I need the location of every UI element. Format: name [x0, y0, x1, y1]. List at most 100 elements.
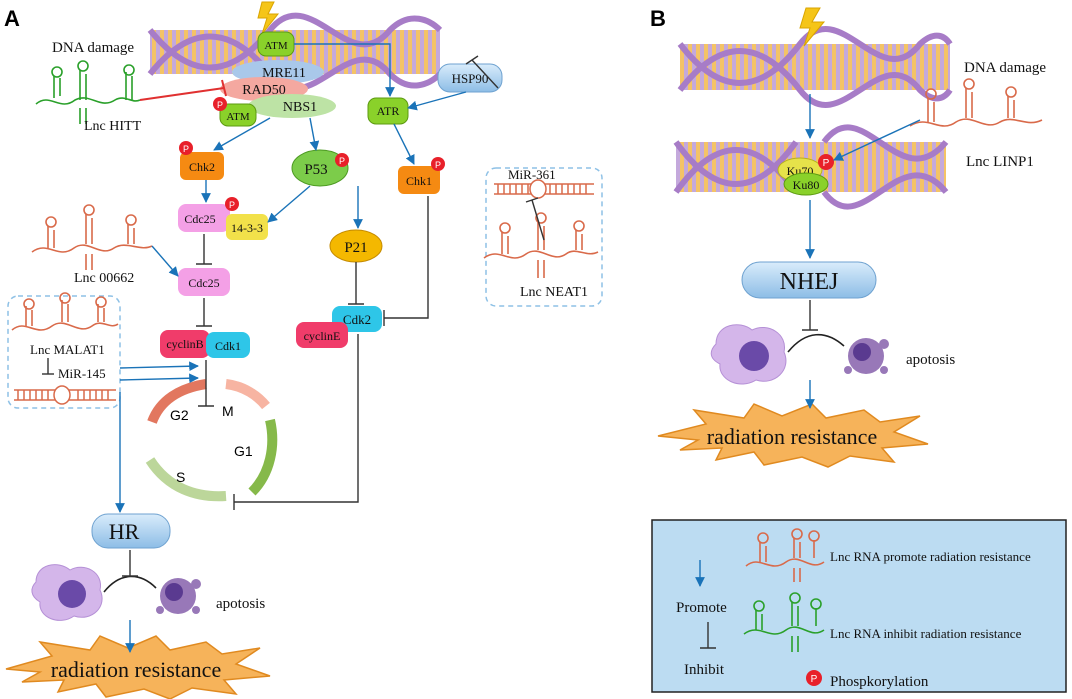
radiation-burst-b [657, 403, 929, 468]
legend-lnc-promote-label: Lnc RNA promote radiation resistance [830, 549, 1031, 564]
cycline-label: cyclinE [304, 329, 341, 343]
chk2-node [180, 152, 224, 180]
atm-p-node [219, 103, 257, 127]
phospho-icon [818, 154, 834, 170]
legend-promote-label: Promote [676, 600, 727, 616]
panel-b-inhibits [802, 300, 818, 331]
phospho-symbol: P [339, 156, 345, 166]
hr-node [91, 513, 171, 549]
lnc-malat1-rna-icon [11, 292, 119, 331]
lnc-hitt-label: Lnc HITT [84, 119, 142, 134]
nbs1-label: NBS1 [283, 100, 317, 115]
lightning-icon [257, 1, 280, 35]
legend-box [651, 519, 1067, 693]
atm-p-label: ATM [226, 111, 249, 123]
panel-b-label: B [650, 6, 666, 31]
lightning-icon [799, 7, 826, 47]
lnc-promote-rna-icon [745, 528, 825, 582]
radiation-burst-a [5, 635, 271, 699]
panel-b-arrows [805, 94, 921, 409]
cdc25-node [178, 268, 230, 296]
cycline-node [296, 322, 348, 348]
cdk1-label: Cdk1 [215, 339, 241, 353]
apoptosis-label-a: apotosis [216, 596, 265, 612]
lnc-00662-label: Lnc 00662 [74, 271, 134, 286]
legend-phospho-label: Phospkorylation [830, 674, 929, 690]
mir361-box [485, 167, 603, 307]
healthy-cell-icon-b [710, 324, 787, 385]
hsp90-node [437, 63, 503, 93]
dna-damage-label-b: DNA damage [964, 60, 1046, 76]
apoptosis-label-b: apotosis [906, 352, 955, 368]
cdk2-label: Cdk2 [343, 312, 371, 327]
panel-a-inhibits [122, 55, 545, 577]
mre11-label: MRE11 [262, 66, 306, 81]
apoptotic-cell-icon-a [156, 578, 201, 614]
nbs1-node [248, 94, 336, 118]
ku80-node [783, 172, 829, 196]
chk1-node [398, 166, 440, 194]
p1433-node [226, 214, 268, 240]
lnc-malat1-label: Lnc MALAT1 [30, 342, 105, 357]
lnc-linp1-label: Lnc LINP1 [966, 154, 1034, 170]
phospho-legend-symbol: P [811, 674, 818, 685]
phospho-symbol: P [229, 200, 235, 210]
cdc25-label: Cdc25 [188, 276, 219, 290]
cdc25-p-label: Cdc25 [184, 212, 215, 226]
healthy-cell-icon-a [31, 564, 103, 621]
mir145-duplex-icon [14, 385, 116, 405]
phospho-icon [225, 197, 239, 211]
lnc-inhibit-rna-icon [743, 592, 825, 652]
lnc-linp1-rna-icon [909, 78, 1043, 127]
phase-g2-label: G2 [170, 407, 189, 423]
phospho-icon [335, 153, 349, 167]
p21-label: P21 [344, 240, 367, 256]
dna-helix-b-top [677, 26, 953, 108]
phospho-symbol: P [823, 158, 830, 169]
hr-label: HR [109, 519, 140, 544]
lnc-00662-rna-icon [31, 204, 153, 270]
chk2-label: Chk2 [189, 160, 215, 174]
phospho-icon [431, 157, 445, 171]
hsp90-label: HSP90 [452, 71, 489, 86]
dna-damage-label-a: DNA damage [52, 40, 134, 56]
apoptosis-curve-b [787, 333, 845, 353]
legend-lnc-inhibit-label: Lnc RNA inhibit radiation resistance [830, 626, 1022, 641]
cdk1-node [206, 332, 250, 358]
apoptotic-cell-icon-b [844, 338, 889, 374]
phospho-icon [213, 97, 227, 111]
lnc-neat1-label: Lnc NEAT1 [520, 285, 588, 300]
phospho-legend-icon [806, 670, 822, 686]
legend-inhibit-label: Inhibit [684, 662, 725, 678]
p53-node [291, 149, 349, 187]
ku80-label: Ku80 [793, 178, 820, 192]
cyclinb-node [160, 330, 210, 358]
p53-label: P53 [304, 162, 327, 178]
phospho-symbol: P [183, 144, 189, 154]
panel-a-label: A [4, 6, 20, 31]
phase-g1-label: G1 [234, 443, 253, 459]
cyclinb-label: cyclinB [166, 337, 203, 351]
inhibit-bar-icon [700, 622, 716, 649]
chk1-label: Chk1 [406, 174, 432, 188]
atm-top-label: ATM [264, 40, 287, 52]
nhej-label: NHEJ [780, 269, 839, 295]
hitt-inhibit-line [139, 87, 225, 101]
radiation-resistance-label-b: radiation resistance [707, 424, 877, 449]
mir361-label: MiR-361 [508, 167, 556, 182]
nhej-node [741, 261, 877, 299]
mir361-duplex-icon [494, 179, 594, 199]
atr-label: ATR [377, 104, 400, 118]
phospho-icon [179, 141, 193, 155]
atr-node [367, 97, 409, 125]
malat1-box [7, 295, 121, 409]
apoptosis-curve-a [103, 575, 157, 593]
hitt-inhibit-bar [221, 79, 227, 97]
phospho-symbol: P [435, 160, 441, 170]
lnc-neat1-rna-icon [483, 212, 599, 278]
rad50-label: RAD50 [242, 83, 286, 98]
mir145-label: MiR-145 [58, 366, 106, 381]
cdc25-p-node [178, 204, 230, 232]
phase-s-label: S [176, 469, 185, 485]
